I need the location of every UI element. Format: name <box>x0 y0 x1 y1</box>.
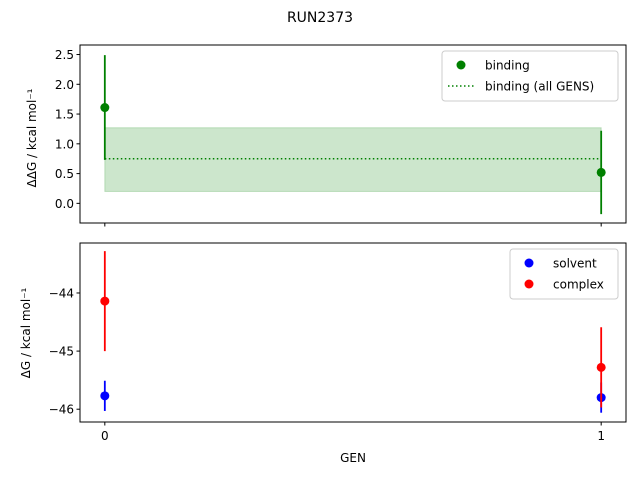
legend-box <box>441 50 619 102</box>
axes-frame <box>79 44 627 224</box>
top-panel: 0.0 0.5 1.0 1.5 2.0 2.5 binding binding (all GE… <box>55 44 627 227</box>
y-tick-label: 0.5 <box>55 167 74 181</box>
legend-label: solvent <box>553 257 597 271</box>
x-tick-label: 0 <box>101 429 109 443</box>
y-tick-label: −46 <box>49 403 74 417</box>
legend-marker-solvent <box>524 258 534 268</box>
x-tick-label: 1 <box>597 429 605 443</box>
bottom-y-axis-label: ΔG / kcal mol⁻¹ <box>19 287 33 378</box>
bottom-panel: −44 −45 −46 0 1 solvent complex <box>49 242 627 443</box>
legend-marker-binding <box>456 60 466 70</box>
y-tick-label: 1.0 <box>55 137 74 151</box>
y-tick-label: 2.5 <box>55 48 74 62</box>
y-tick-label: 2.0 <box>55 78 74 92</box>
x-axis-label: GEN <box>340 451 366 465</box>
solvent-point <box>100 391 110 401</box>
legend-label: binding <box>485 59 530 73</box>
binding-point <box>596 167 606 177</box>
y-tick-label: −45 <box>49 345 74 359</box>
legend: binding binding (all GENS) <box>441 50 619 102</box>
y-tick-label: 1.5 <box>55 108 74 122</box>
complex-point <box>100 296 110 306</box>
y-tick-label: 0.0 <box>55 197 74 211</box>
legend-box <box>509 248 619 300</box>
legend-label: binding (all GENS) <box>485 80 594 94</box>
chart-title: RUN2373 <box>287 10 353 26</box>
legend: solvent complex <box>509 248 619 300</box>
legend-marker-complex <box>524 279 534 289</box>
top-y-axis-label: ΔΔG / kcal mol⁻¹ <box>25 88 39 187</box>
complex-point <box>596 362 606 372</box>
y-tick-label: −44 <box>49 286 74 300</box>
axes-frame <box>79 242 627 423</box>
legend-label: complex <box>553 278 604 292</box>
reference-band <box>104 127 602 192</box>
binding-point <box>100 103 110 113</box>
